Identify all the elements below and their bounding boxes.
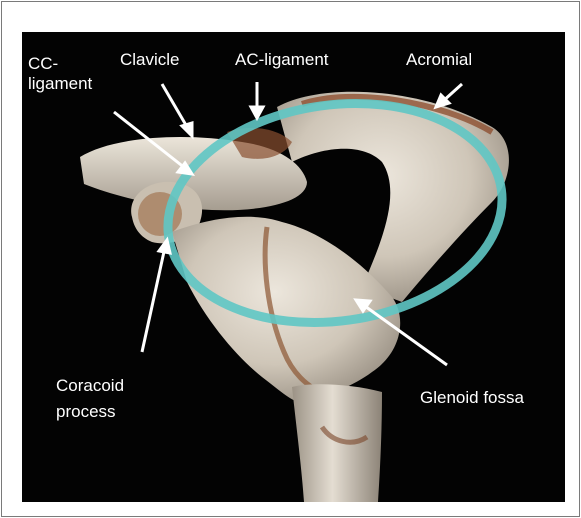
label-glenoid-fossa: Glenoid fossa bbox=[420, 388, 524, 408]
bone-render bbox=[22, 32, 565, 502]
shoulder-3d-ct-image: CC- ligament Clavicle AC-ligament Acromi… bbox=[22, 32, 565, 502]
label-ac-ligament: AC-ligament bbox=[235, 50, 329, 70]
label-clavicle: Clavicle bbox=[120, 50, 180, 70]
label-acromial: Acromial bbox=[406, 50, 472, 70]
shaft-bone bbox=[292, 384, 382, 502]
label-coracoid: Coracoid process bbox=[56, 373, 124, 425]
label-cc-ligament: CC- ligament bbox=[28, 54, 92, 94]
